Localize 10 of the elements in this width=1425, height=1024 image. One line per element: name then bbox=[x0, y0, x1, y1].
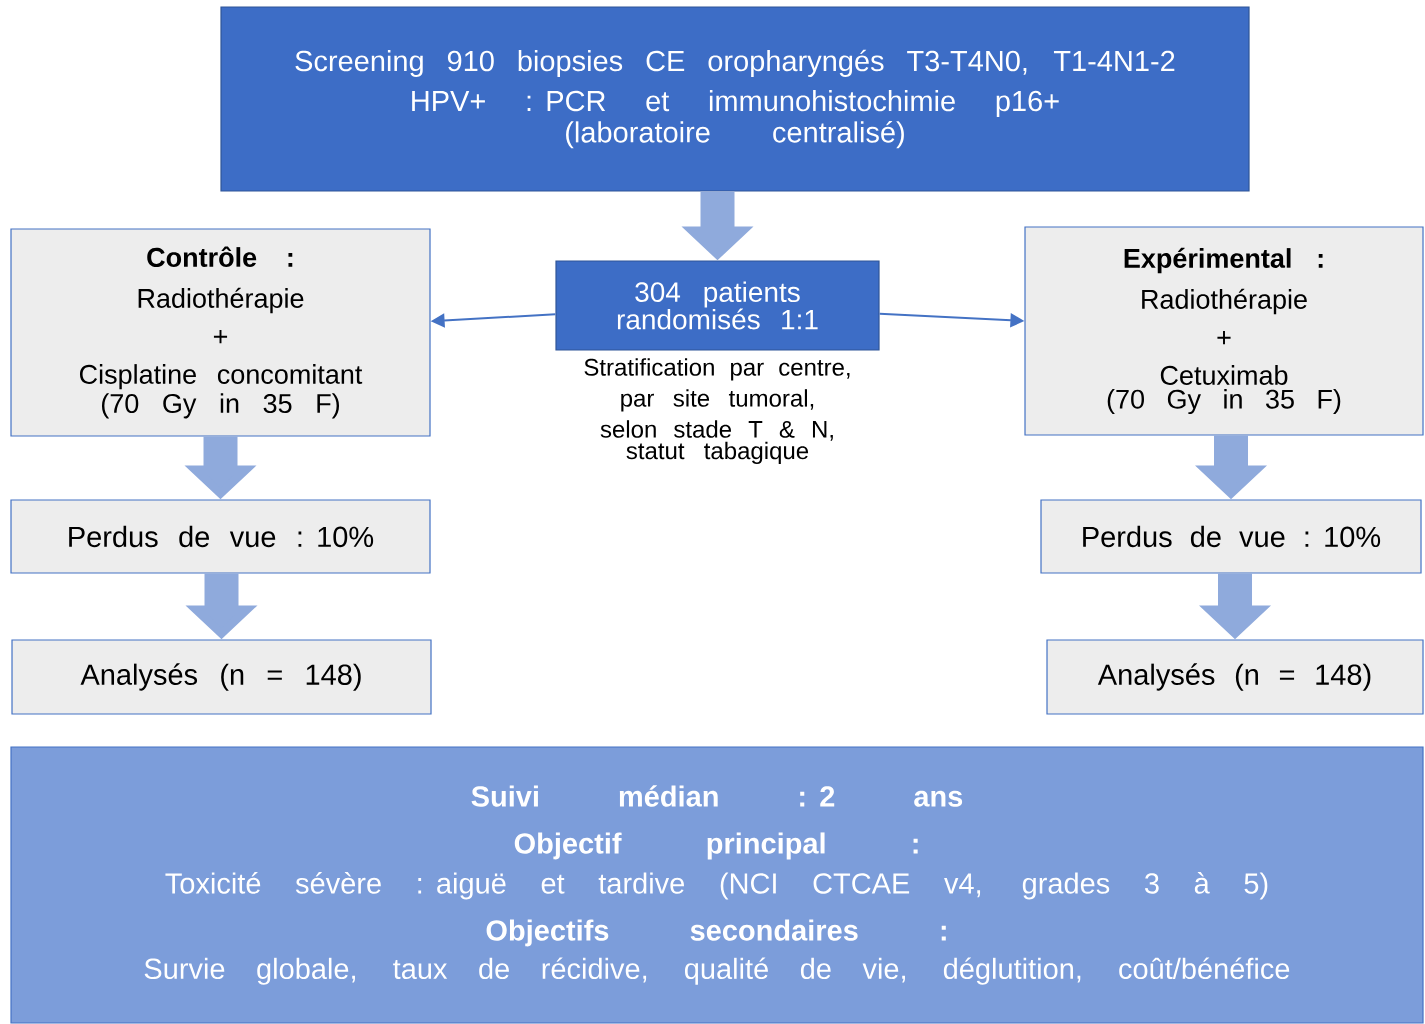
process-box: Perdus de vue : 10% bbox=[10, 499, 431, 574]
process-box: Perdus de vue : 10% bbox=[1040, 499, 1422, 574]
process-box: Analysés (n = 148) bbox=[11, 639, 432, 715]
process-box: Screening 910 biopsies CE oropharyngés T3-T4N0, T1-4N1-2 HPV+ : PCR et immunohistochimie p16+ (laboratoire centralisé) bbox=[220, 6, 1250, 192]
process-box: Expérimental : Radiothérapie + Cetuximab (70 Gy in 35 F) bbox=[1024, 226, 1424, 436]
process-box: Analysés (n = 148) bbox=[1046, 639, 1424, 715]
process-box: Contrôle : Radiothérapie + Cisplatine concomitant (70 Gy in 35 F) bbox=[10, 228, 431, 437]
stratification-note: Stratification par centre, par site tumoral, selon stade T & N, statut tabagique bbox=[584, 358, 850, 465]
summary-box: Suivi médian : 2 ans Objectif principal : Toxicité sévère : aiguë et tardive (NCI CTCAE v4, grades 3 à 5) Objectifs secondaires : Survie globale, taux de récidive, qualité de vie, déglutition, coût/bénéfice bbox=[10, 746, 1424, 1024]
process-box: 304 patients randomisés 1:1 bbox=[555, 260, 880, 351]
